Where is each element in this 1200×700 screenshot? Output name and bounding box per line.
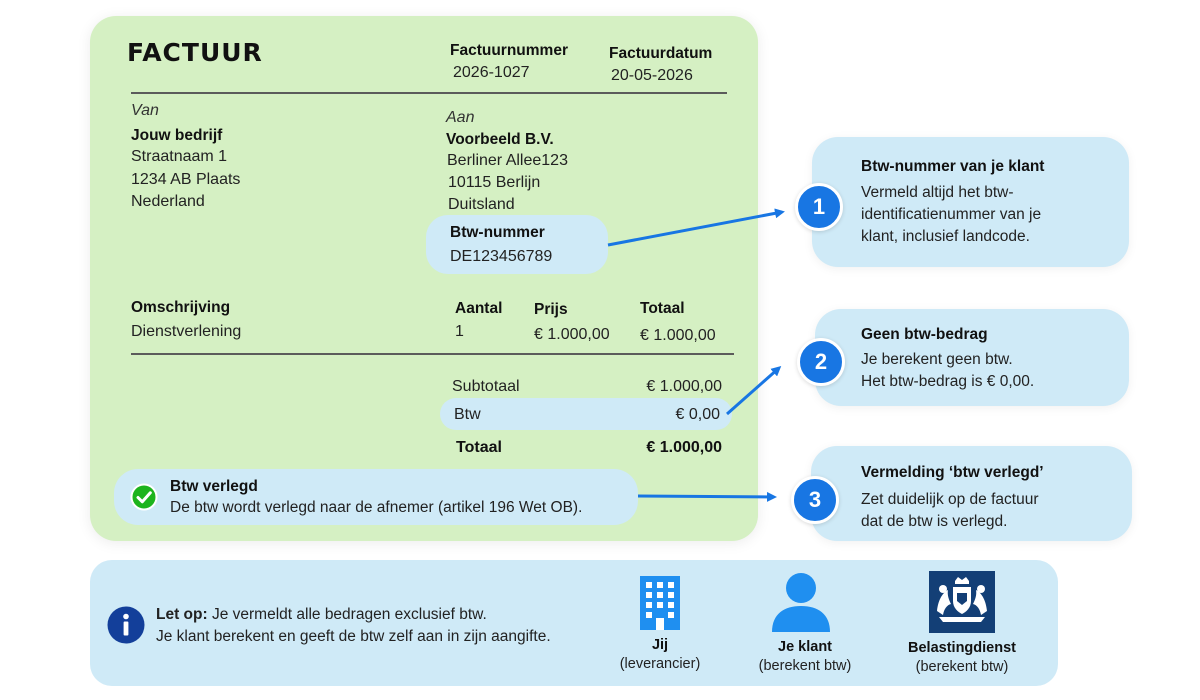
vat-value: € 0,00 xyxy=(675,406,720,423)
callout-1-badge: 1 xyxy=(795,183,843,231)
subtotal-label: Subtotaal xyxy=(452,378,520,395)
reverse-charge-notice xyxy=(114,469,638,525)
to-name: Voorbeeld B.V. xyxy=(446,131,554,148)
callout-2-text: Je berekent geen btw. Het btw-bedrag is … xyxy=(861,349,1034,393)
role-jij-name: Jij xyxy=(651,637,669,653)
invoice-date: 20-05-2026 xyxy=(611,67,693,84)
from-name: Jouw bedrijf xyxy=(131,127,223,144)
lines-divider xyxy=(131,353,734,355)
info-note-line-2: Je klant berekent en geeft de btw zelf a… xyxy=(156,628,551,645)
invoice-number-label: Factuurnummer xyxy=(450,42,568,59)
invoice-title: FACTUUR xyxy=(127,38,263,67)
callout-3-line: Zet duidelijk op de factuur xyxy=(861,491,1039,508)
header-divider xyxy=(131,92,727,94)
info-icon xyxy=(106,605,146,645)
info-bar xyxy=(90,560,1058,686)
info-note-line-1-text: Je vermeldt alle bedragen exclusief btw. xyxy=(207,606,487,623)
line-total: € 1.000,00 xyxy=(640,327,716,344)
col-description: Omschrijving xyxy=(131,299,231,316)
to-heading: Aan xyxy=(446,109,475,126)
role-klant-sub: (berekent btw) xyxy=(758,658,852,674)
info-note-line-1: Let op: Je vermeldt alle bedragen exclus… xyxy=(156,604,551,626)
subtotal-value: € 1.000,00 xyxy=(646,378,722,395)
callout-3 xyxy=(811,446,1132,541)
invoice-card xyxy=(90,16,758,541)
from-country: Nederland xyxy=(131,193,205,210)
callout-2 xyxy=(815,309,1129,406)
arrow-to-callout-1 xyxy=(607,208,785,247)
line-price: € 1.000,00 xyxy=(534,326,610,343)
callout-1-line: identificatienummer van je xyxy=(861,206,1042,223)
callout-2-line: Je berekent geen btw. xyxy=(861,351,1013,368)
total-label: Totaal xyxy=(456,439,502,456)
role-belastingdienst-name: Belastingdienst xyxy=(908,640,1016,656)
callout-1-line: Vermeld altijd het btw- xyxy=(861,184,1014,201)
callout-2-line: Het btw-bedrag is € 0,00. xyxy=(861,373,1035,390)
building-icon xyxy=(637,574,683,630)
callout-3-badge: 3 xyxy=(791,476,839,524)
reverse-charge-text: De btw wordt verlegd naar de afnemer (ar… xyxy=(170,499,583,516)
col-price: Prijs xyxy=(534,301,568,318)
invoice-number: 2026-1027 xyxy=(453,64,530,81)
col-quantity: Aantal xyxy=(455,300,503,317)
to-city: 10115 Berlijn xyxy=(448,174,541,191)
callout-1 xyxy=(812,137,1129,267)
col-total: Totaal xyxy=(640,300,685,317)
vat-label: Btw xyxy=(454,406,481,423)
arrow-to-callout-3 xyxy=(637,491,777,502)
role-jij-sub: (leverancier) xyxy=(619,656,701,672)
callout-3-text: Zet duidelijk op de factuur dat de btw i… xyxy=(861,489,1039,533)
callout-2-badge: 2 xyxy=(797,338,845,386)
vat-amount-highlight xyxy=(440,398,732,430)
arrow-to-callout-2 xyxy=(726,366,782,416)
callout-1-text: Vermeld altijd het btw- identificatienum… xyxy=(861,182,1041,248)
callout-1-line: klant, inclusief landcode. xyxy=(861,228,1030,245)
callout-2-title: Geen btw-bedrag xyxy=(861,326,988,343)
line-quantity: 1 xyxy=(455,323,464,340)
checkmark-icon xyxy=(130,483,158,511)
total-value: € 1.000,00 xyxy=(646,439,722,456)
callout-3-line: dat de btw is verlegd. xyxy=(861,513,1008,530)
info-note-lead: Let op: xyxy=(156,606,208,623)
to-street: Berliner Allee123 xyxy=(447,152,568,169)
reverse-charge-title: Btw verlegd xyxy=(170,478,258,495)
to-country: Duitsland xyxy=(448,196,515,213)
from-city: 1234 AB Plaats xyxy=(131,171,241,188)
invoice-date-label: Factuurdatum xyxy=(609,45,713,62)
coat-of-arms-icon xyxy=(929,571,995,633)
vat-number: DE123456789 xyxy=(450,248,553,265)
person-icon xyxy=(770,572,832,632)
role-klant-name: Je klant xyxy=(778,639,832,655)
info-note: Let op: Je vermeldt alle bedragen exclus… xyxy=(156,604,551,648)
role-belastingdienst-sub: (berekent btw) xyxy=(915,659,1009,675)
vat-number-label: Btw-nummer xyxy=(450,224,545,241)
from-street: Straatnaam 1 xyxy=(131,148,228,165)
vat-number-highlight xyxy=(426,215,608,274)
from-heading: Van xyxy=(131,102,159,119)
callout-3-title: Vermelding ‘btw verlegd’ xyxy=(861,464,1044,481)
callout-1-title: Btw-nummer van je klant xyxy=(861,158,1045,175)
line-description: Dienstverlening xyxy=(131,323,242,340)
